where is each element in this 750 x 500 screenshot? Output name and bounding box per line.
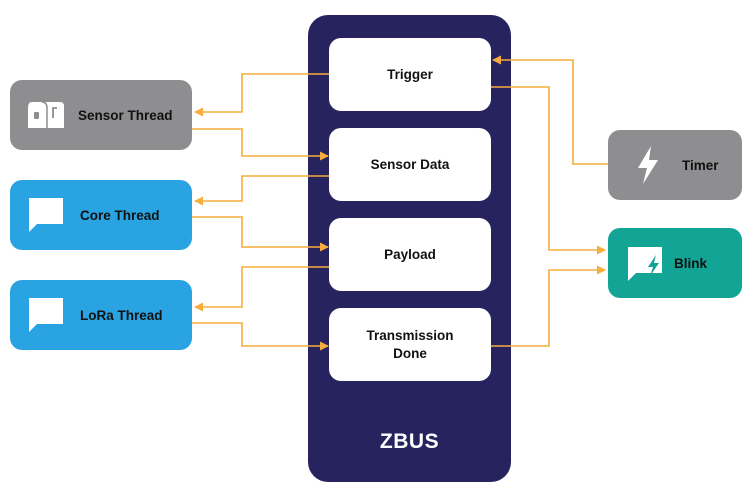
lightning-icon	[626, 146, 670, 184]
timer-node[interactable]: Timer	[608, 130, 742, 200]
channel-sensor-data[interactable]: Sensor Data	[329, 128, 491, 201]
chat-bubble-icon	[24, 296, 68, 334]
arrow-sensor-thread-to-sensor-data	[192, 128, 329, 161]
blink-label: Blink	[674, 255, 708, 271]
core-thread-label: Core Thread	[80, 207, 160, 223]
sensor-thread-label: Sensor Thread	[78, 107, 173, 123]
arrow-core-thread-to-payload	[192, 216, 329, 252]
channel-transmission-done-label-2: Done	[393, 345, 427, 361]
timer-label: Timer	[682, 157, 719, 173]
channel-payload-label: Payload	[384, 246, 436, 262]
chat-bubble-icon	[24, 196, 68, 234]
lora-thread-label: LoRa Thread	[80, 307, 163, 323]
blink-node[interactable]: Blink	[608, 228, 742, 298]
arrow-payload-to-lora-thread	[194, 266, 329, 312]
sensor-thread-node[interactable]: Sensor Thread	[10, 80, 192, 150]
lora-thread-node[interactable]: LoRa Thread	[10, 280, 192, 350]
channel-transmission-done-label-1: Transmission	[366, 327, 454, 343]
core-thread-node[interactable]: Core Thread	[10, 180, 192, 250]
mailbox-icon	[24, 96, 68, 134]
channel-payload[interactable]: Payload	[329, 218, 491, 291]
channel-transmission-done[interactable]: Transmission Done	[329, 308, 491, 381]
arrow-transmission-done-to-blink	[491, 265, 606, 347]
channel-sensor-data-label: Sensor Data	[370, 156, 450, 172]
chat-lightning-icon	[624, 244, 668, 282]
channel-trigger[interactable]: Trigger	[329, 38, 491, 111]
channel-trigger-label: Trigger	[387, 66, 433, 82]
arrow-sensor-data-to-core-thread	[194, 175, 329, 206]
arrow-timer-to-trigger	[492, 55, 608, 165]
zbus-label: ZBUS	[379, 430, 440, 453]
arrow-trigger-to-blink	[491, 86, 606, 255]
arrow-trigger-to-sensor-thread	[194, 73, 329, 117]
arrow-lora-thread-to-transmission-done	[192, 322, 329, 351]
